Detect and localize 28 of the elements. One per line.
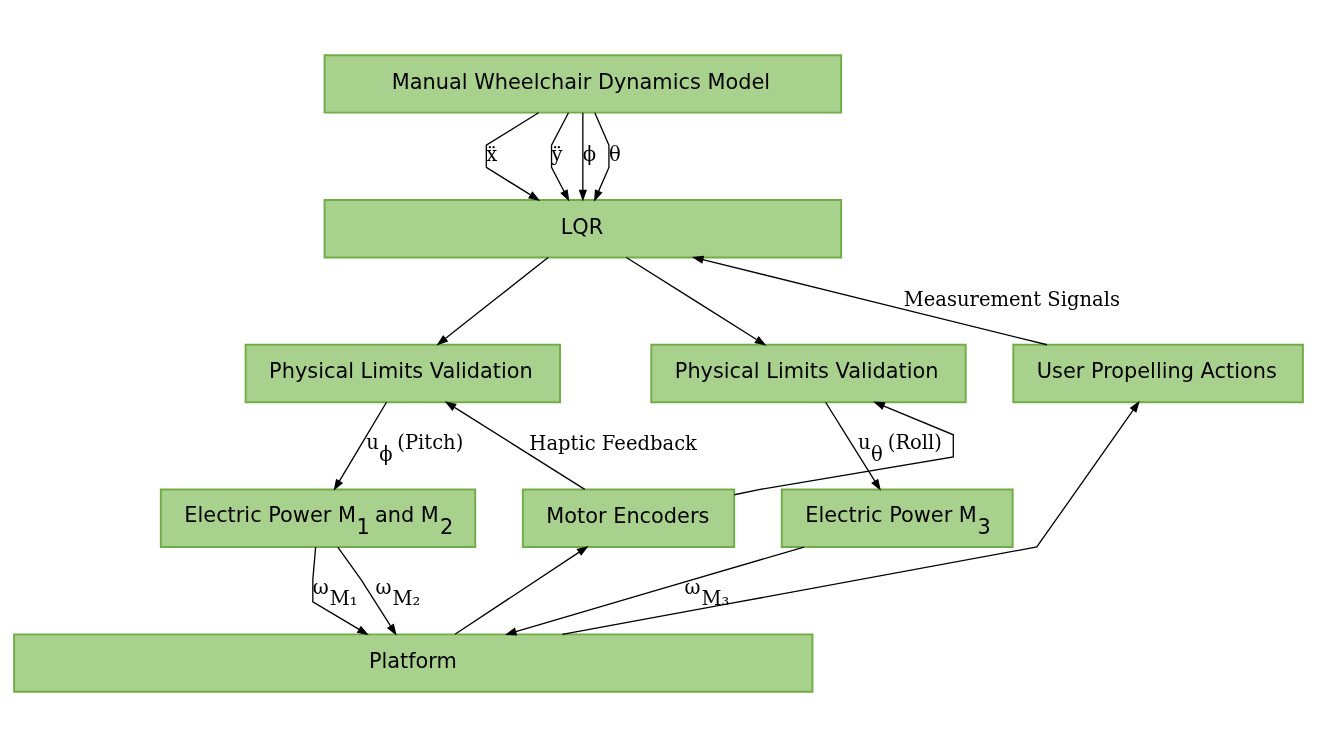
arrow xyxy=(625,256,767,346)
node-box: Motor Encoders xyxy=(521,488,736,548)
arrow xyxy=(561,400,1140,635)
node-box: User Propelling Actions xyxy=(1012,343,1304,404)
arrow xyxy=(824,401,881,491)
arrow xyxy=(444,401,586,491)
arrow xyxy=(550,112,570,202)
edge-label: θ xyxy=(608,142,621,166)
arrow xyxy=(578,112,587,202)
arrow xyxy=(454,545,589,635)
arrow xyxy=(504,546,805,636)
arrow xyxy=(733,401,954,496)
node-box: Manual Wheelchair Dynamics Model xyxy=(323,54,843,114)
arrow xyxy=(333,401,388,491)
arrow xyxy=(485,112,541,201)
arrow xyxy=(691,255,1048,346)
arrow xyxy=(337,546,397,636)
edge-label: ϕ xyxy=(582,142,597,166)
node-box: Platform xyxy=(13,633,814,693)
arrow xyxy=(594,112,610,202)
edge-label: Haptic Feedback xyxy=(529,432,697,456)
node-box: LQR xyxy=(323,199,843,259)
node-box: Physical Limits Validation xyxy=(650,343,967,404)
arrow xyxy=(436,256,549,346)
arrow xyxy=(312,546,369,636)
node-box: Physical Limits Validation xyxy=(244,343,561,404)
edge-label: ÿ xyxy=(551,142,563,166)
edge-label: Measurement Signals xyxy=(903,287,1120,311)
